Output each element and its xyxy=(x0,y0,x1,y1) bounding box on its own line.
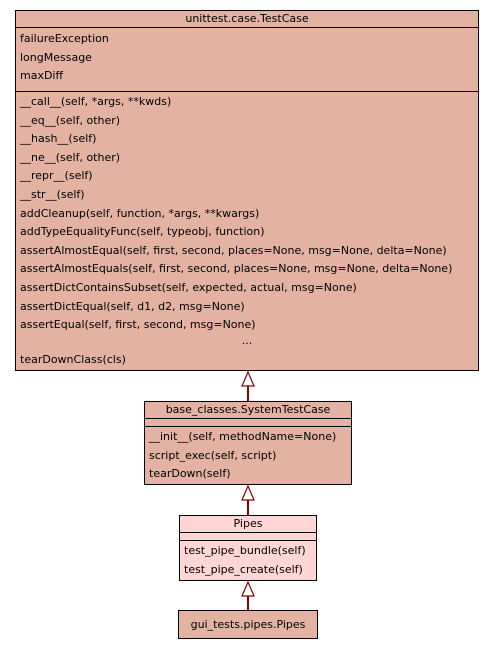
method: test_pipe_create(self) xyxy=(184,562,303,576)
method: __init__(self, methodName=None) xyxy=(149,430,337,443)
class-title: unittest.case.TestCase xyxy=(16,11,478,28)
class-systemtestcase[interactable]: base_classes.SystemTestCase __init__(sel… xyxy=(144,401,352,485)
methods-section: __init__(self, methodName=None) script_e… xyxy=(145,427,351,484)
method: script_exec(self, script) xyxy=(149,448,277,462)
method: __repr__(self) xyxy=(20,169,93,183)
class-title: base_classes.SystemTestCase xyxy=(145,402,351,419)
class-title: gui_tests.pipes.Pipes xyxy=(190,618,306,631)
method: tearDown(self) xyxy=(149,467,231,481)
methods-section: __call__(self, *args, **kwds) __eq__(sel… xyxy=(16,92,478,369)
class-pipes[interactable]: Pipes test_pipe_bundle(self) test_pipe_c… xyxy=(179,515,317,581)
attributes-section: failureException longMessage maxDiff xyxy=(16,28,478,92)
method: test_pipe_bundle(self) xyxy=(184,544,306,557)
attributes-section xyxy=(145,419,351,427)
attributes-section xyxy=(180,533,316,541)
methods-section: test_pipe_bundle(self) test_pipe_create(… xyxy=(180,541,316,579)
attribute: longMessage xyxy=(20,50,92,64)
method: __ne__(self, other) xyxy=(20,150,121,164)
method: addCleanup(self, function, *args, **kwar… xyxy=(20,206,260,220)
class-testcase[interactable]: unittest.case.TestCase failureException … xyxy=(15,10,479,371)
inheritance-arrowhead xyxy=(241,484,255,501)
method: assertDictContainsSubset(self, expected,… xyxy=(20,280,357,294)
method: assertAlmostEquals(self, first, second, … xyxy=(20,262,453,276)
method: __str__(self) xyxy=(20,187,85,201)
class-gui-pipes[interactable]: gui_tests.pipes.Pipes xyxy=(178,610,318,639)
attribute: maxDiff xyxy=(20,69,64,83)
method: tearDownClass(cls) xyxy=(20,352,126,366)
method: addTypeEqualityFunc(self, typeobj, funct… xyxy=(20,225,265,239)
method: assertDictEqual(self, d1, d2, msg=None) xyxy=(20,299,245,313)
class-title: Pipes xyxy=(180,516,316,533)
ellipsis: ... xyxy=(241,333,253,347)
attribute: failureException xyxy=(20,32,109,45)
method: __eq__(self, other) xyxy=(20,113,121,127)
method: assertEqual(self, first, second, msg=Non… xyxy=(20,318,256,332)
method: __call__(self, *args, **kwds) xyxy=(20,95,172,108)
method: __hash__(self) xyxy=(20,132,97,146)
inheritance-arrowhead xyxy=(241,370,255,387)
method: assertAlmostEqual(self, first, second, p… xyxy=(20,243,447,257)
inheritance-arrowhead xyxy=(241,580,255,597)
